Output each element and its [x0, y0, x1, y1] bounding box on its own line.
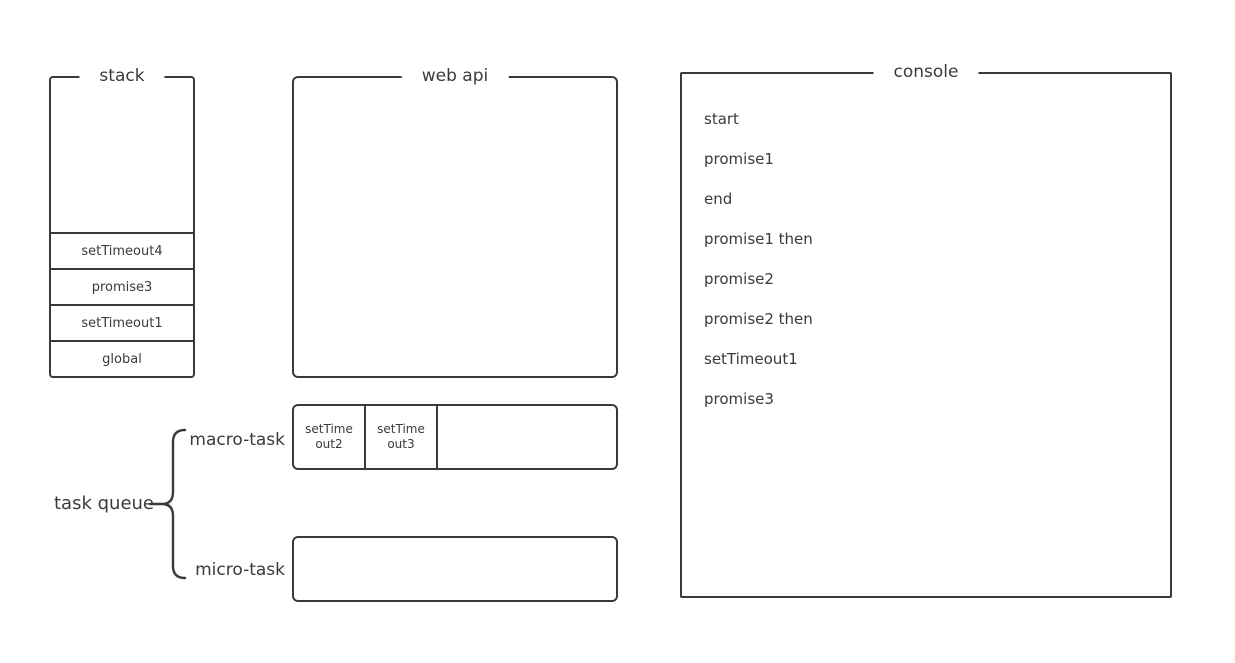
stack-box: stack setTimeout4 promise3 setTimeout1 g…: [49, 65, 195, 378]
macro-task-item: setTimeout3: [366, 406, 438, 468]
macro-task-empty-slot: [438, 406, 616, 468]
stack-title: stack: [79, 65, 165, 87]
console-log-line: end: [704, 190, 733, 208]
web-api-box: web api: [292, 65, 618, 378]
console-log-line: start: [704, 110, 739, 128]
stack-item: setTimeout4: [51, 232, 193, 268]
macro-task-item: setTimeout2: [294, 406, 366, 468]
console-log-list: start promise1 end promise1 then promise…: [682, 74, 1170, 419]
console-log-line: promise2 then: [704, 310, 813, 328]
console-box: console start promise1 end promise1 then…: [680, 61, 1172, 598]
console-title: console: [873, 61, 979, 83]
macro-task-box: setTimeout2 setTimeout3: [292, 404, 618, 470]
task-queue-label: task queue: [54, 493, 155, 514]
macro-task-label: macro-task: [189, 430, 285, 450]
console-log-line: promise1: [704, 150, 774, 168]
stack-item: promise3: [51, 268, 193, 304]
curly-brace: [148, 428, 187, 580]
console-log-line: promise3: [704, 390, 774, 408]
stack-item: global: [51, 340, 193, 376]
micro-task-label: micro-task: [195, 560, 285, 580]
web-api-title: web api: [401, 65, 509, 87]
stack-item: setTimeout1: [51, 304, 193, 340]
stack-cells: setTimeout4 promise3 setTimeout1 global: [51, 232, 193, 376]
console-log-line: setTimeout1: [704, 350, 798, 368]
console-log-line: promise2: [704, 270, 774, 288]
micro-task-box: [292, 536, 618, 602]
console-log-line: promise1 then: [704, 230, 813, 248]
